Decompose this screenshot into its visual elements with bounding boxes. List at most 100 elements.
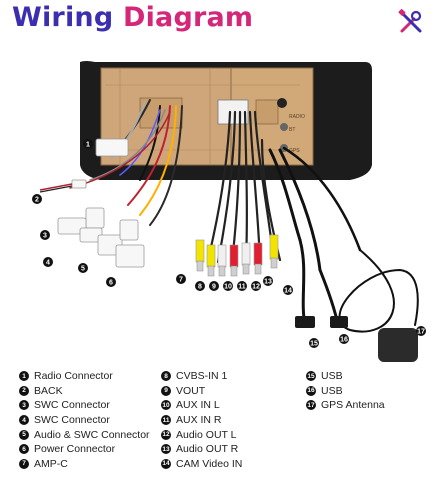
usb-plug-16 <box>330 316 348 328</box>
legend-item: 7 AMP-C <box>19 457 150 472</box>
legend-label: VOUT <box>176 384 206 397</box>
legend-label: CVBS-IN 1 <box>176 370 228 383</box>
callout-15: 15 <box>309 338 319 348</box>
svg-text:14: 14 <box>284 288 292 295</box>
legend-label: AUX IN R <box>176 414 222 427</box>
svg-text:10: 10 <box>224 284 232 291</box>
title-word-wiring: Wiring <box>12 2 114 33</box>
callout-13: 13 <box>263 276 273 286</box>
title-word-diagram: Diagram <box>122 2 254 33</box>
legend-label: AMP-C <box>34 457 68 470</box>
legend-number: 16 <box>306 385 316 396</box>
legend-number: 9 <box>161 385 171 396</box>
legend-item: 5 Audio & SWC Connector <box>19 427 150 442</box>
legend-label: Audio OUT L <box>176 428 237 441</box>
callout-8: 8 <box>195 281 205 291</box>
legend-item: 12 Audio OUT L <box>161 427 242 442</box>
white-connectors <box>57 138 145 268</box>
svg-text:6: 6 <box>109 280 113 287</box>
callout-3: 3 <box>40 230 50 240</box>
legend-label: Audio & SWC Connector <box>34 428 150 441</box>
callout-4: 4 <box>43 257 53 267</box>
legend-item: 4 SWC Connector <box>19 413 150 428</box>
svg-text:17: 17 <box>417 329 425 336</box>
legend-item: 6 Power Connector <box>19 442 150 457</box>
legend-label: Audio OUT R <box>176 443 239 456</box>
legend-number: 12 <box>161 429 171 440</box>
legend-number: 13 <box>161 444 171 455</box>
legend-item: 8 CVBS-IN 1 <box>161 369 242 384</box>
legend-number: 14 <box>161 458 171 469</box>
legend-label: BACK <box>34 384 63 397</box>
legend-number: 1 <box>19 371 29 382</box>
svg-text:11: 11 <box>238 284 246 291</box>
legend-item: 13 Audio OUT R <box>161 442 242 457</box>
legend-label: SWC Connector <box>34 414 110 427</box>
rca-plugs <box>195 234 279 277</box>
legend-label: Power Connector <box>34 443 116 456</box>
svg-text:8: 8 <box>198 284 202 291</box>
legend-item: 10 AUX IN L <box>161 398 242 413</box>
svg-text:9: 9 <box>212 284 216 291</box>
panel-label-bt: BT <box>289 127 295 133</box>
legend-number: 6 <box>19 444 29 455</box>
legend-number: 7 <box>19 458 29 469</box>
legend-item: 14 CAM Video IN <box>161 457 242 472</box>
callouts: 1 2 3 4 5 6 7 8 9 10 11 12 13 14 15 16 1… <box>32 139 426 348</box>
legend-number: 10 <box>161 400 171 411</box>
tools-icon <box>398 9 422 33</box>
svg-text:4: 4 <box>46 260 50 267</box>
svg-text:2: 2 <box>35 197 39 204</box>
head-unit: RADIO BT GPS <box>80 61 372 180</box>
svg-text:15: 15 <box>310 341 318 348</box>
legend-label: Radio Connector <box>34 370 113 383</box>
wiring-diagram: RADIO BT GPS <box>32 61 426 362</box>
callout-17: 17 <box>416 326 426 336</box>
legend-label: GPS Antenna <box>321 399 385 412</box>
legend-label: SWC Connector <box>34 399 110 412</box>
legend-label: USB <box>321 370 343 383</box>
usb-plug-15 <box>295 316 315 328</box>
svg-text:3: 3 <box>43 233 47 240</box>
legend-item: 2 BACK <box>19 384 150 399</box>
callout-6: 6 <box>106 277 116 287</box>
legend-number: 5 <box>19 429 29 440</box>
callout-14: 14 <box>283 285 293 295</box>
svg-text:5: 5 <box>81 266 85 273</box>
legend-column-2: 8 CVBS-IN 1 9 VOUT 10 AUX IN L 11 AUX IN R 1… <box>161 369 242 471</box>
callout-10: 10 <box>223 281 233 291</box>
gps-antenna-puck <box>378 328 418 362</box>
svg-text:12: 12 <box>252 284 260 291</box>
callout-9: 9 <box>209 281 219 291</box>
callout-5: 5 <box>78 263 88 273</box>
svg-text:13: 13 <box>264 279 272 286</box>
legend-number: 8 <box>161 371 171 382</box>
legend-label: AUX IN L <box>176 399 220 412</box>
legend-number: 17 <box>306 400 316 411</box>
callout-12: 12 <box>251 281 261 291</box>
panel-label-gps: GPS <box>289 148 300 154</box>
legend-number: 15 <box>306 371 316 382</box>
callout-7: 7 <box>176 274 186 284</box>
legend-number: 2 <box>19 385 29 396</box>
legend-item: 1 Radio Connector <box>19 369 150 384</box>
svg-text:1: 1 <box>86 142 90 149</box>
legend-number: 11 <box>161 415 171 426</box>
panel-label-radio: RADIO <box>289 114 305 120</box>
legend-item: 15 USB <box>306 369 385 384</box>
svg-text:7: 7 <box>179 277 183 284</box>
legend-label: CAM Video IN <box>176 457 243 470</box>
page-title: Wiring Diagram <box>12 2 253 33</box>
legend-number: 3 <box>19 400 29 411</box>
callout-2: 2 <box>32 194 42 204</box>
legend-item: 9 VOUT <box>161 384 242 399</box>
legend-item: 3 SWC Connector <box>19 398 150 413</box>
legend-item: 11 AUX IN R <box>161 413 242 428</box>
callout-1: 1 <box>83 139 93 149</box>
legend-number: 4 <box>19 415 29 426</box>
callout-11: 11 <box>237 281 247 291</box>
legend-item: 17 GPS Antenna <box>306 398 385 413</box>
